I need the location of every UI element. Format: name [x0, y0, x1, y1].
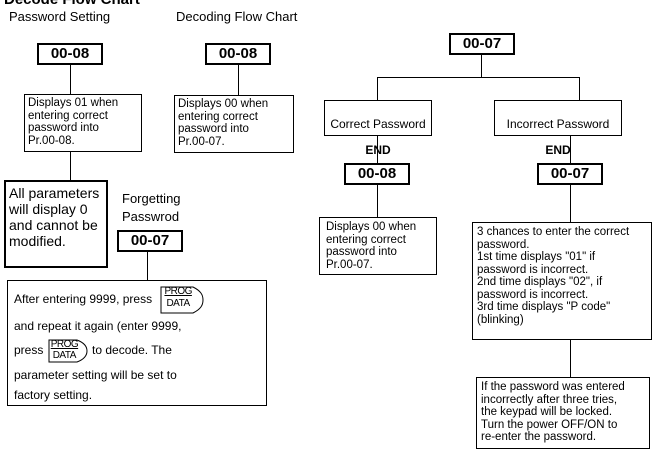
forget-line-5: factory setting.: [14, 388, 93, 402]
correct-connector: [377, 136, 378, 163]
forget-connector: [147, 252, 148, 280]
correct-desc-box: Displays 00 when entering correct passwo…: [319, 217, 437, 275]
dec-desc-box: Displays 00 when entering correct passwo…: [174, 95, 294, 153]
branch-left: [377, 77, 378, 100]
dec-connector: [238, 65, 239, 95]
prog-key-top-2: PROG: [50, 339, 79, 350]
correct-connector-2: [377, 185, 378, 217]
correct-password-label: Correct Password: [330, 117, 426, 131]
chances-box: 3 chances to enter the correct password.…: [472, 222, 652, 340]
incorrect-connector-2: [570, 185, 571, 222]
forgetting-title: Forgetting Passwrod: [122, 191, 181, 224]
ps-code-box: 00-08: [37, 43, 103, 65]
ps-connector-2: [70, 152, 71, 180]
prog-data-key-icon-2: PROG DATA: [47, 338, 89, 364]
forget-line-2: and repeat it again (enter 9999,: [14, 319, 182, 333]
branch-right: [579, 77, 580, 100]
prog-key-bottom-2: DATA: [52, 350, 77, 361]
top-connector: [481, 55, 482, 77]
correct-end-label: END: [365, 143, 391, 157]
prog-data-key-icon: PROG DATA: [159, 285, 205, 315]
branch-line: [377, 77, 579, 78]
forget-line-3-post: to decode. The: [92, 343, 172, 358]
forget-line-3-pre: press: [14, 343, 44, 358]
password-setting-title: Password Setting: [9, 9, 111, 24]
correct-code-box: 00-08: [344, 163, 410, 185]
forget-line-1: After entering 9999, press: [14, 292, 153, 307]
top-code-box: 00-07: [449, 33, 515, 55]
forget-statement-box: After entering 9999, press PROG DATA and…: [7, 280, 267, 406]
incorrect-code-box: 00-07: [537, 163, 603, 185]
locked-box: If the password was entered incorrectly …: [476, 377, 650, 449]
correct-password-box: Correct Password END: [324, 100, 432, 157]
all-params-box: All parameters will display 0 and cannot…: [4, 180, 108, 268]
ps-connector: [70, 65, 71, 94]
prog-key-top: PROG: [164, 286, 192, 297]
incorrect-password-box: Incorrect Password END: [494, 100, 622, 157]
page-title: Decode Flow Chart: [4, 0, 140, 8]
incorrect-connector-3: [570, 340, 571, 377]
forget-line-4: parameter setting will be set to: [14, 368, 177, 382]
ps-desc-box: Displays 01 when entering correct passwo…: [24, 94, 142, 152]
decoding-title: Decoding Flow Chart: [176, 9, 298, 24]
incorrect-end-label: END: [545, 143, 571, 157]
incorrect-password-label: Incorrect Password: [506, 117, 610, 131]
incorrect-connector: [570, 136, 571, 163]
forget-code-box: 00-07: [117, 230, 183, 252]
prog-key-bottom: DATA: [166, 298, 190, 309]
dec-code-box: 00-08: [205, 43, 271, 65]
